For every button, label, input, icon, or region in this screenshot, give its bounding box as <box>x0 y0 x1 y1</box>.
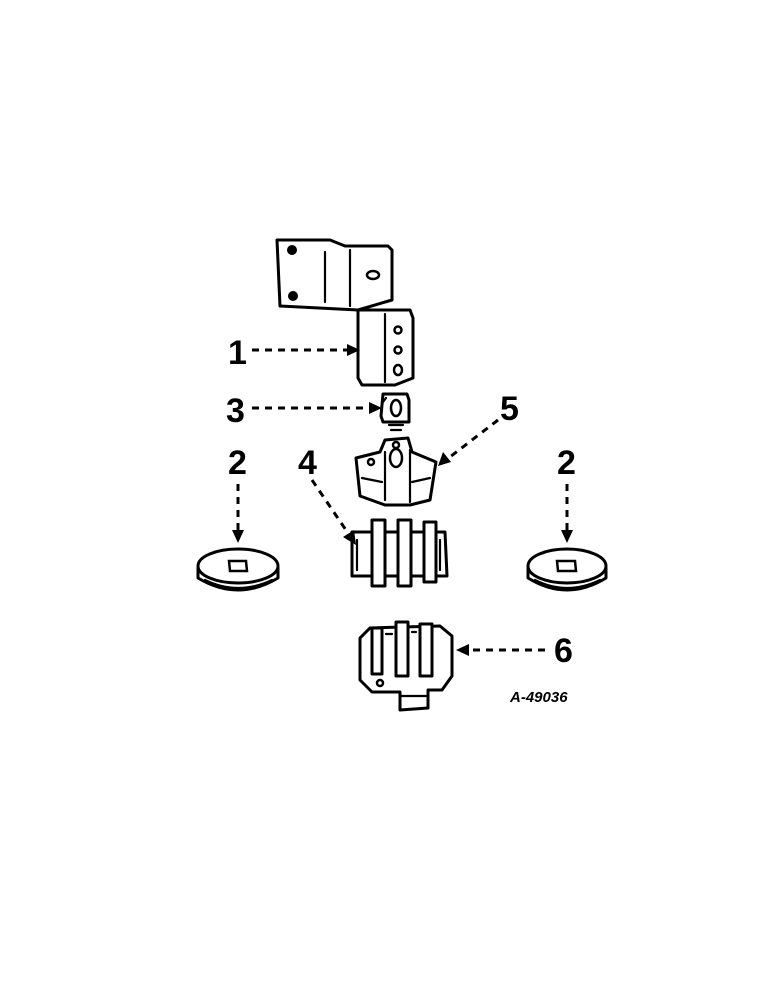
bracket-part <box>275 238 415 387</box>
callout-1: 1 <box>228 334 247 372</box>
callout-4: 4 <box>298 444 317 482</box>
figure-id: A-49036 <box>509 689 568 706</box>
callout-2-left: 2 <box>228 444 247 482</box>
link-part <box>379 392 411 432</box>
callout-3: 3 <box>226 392 245 430</box>
roller-part <box>350 518 449 588</box>
leader-lines <box>232 344 573 656</box>
hub-part <box>358 620 454 712</box>
callout-2-right: 2 <box>557 444 576 482</box>
callout-6: 6 <box>554 632 573 670</box>
yoke-part <box>354 436 438 507</box>
callout-5: 5 <box>500 390 519 428</box>
washer-right-part <box>526 547 608 592</box>
washer-left-part <box>196 547 280 592</box>
